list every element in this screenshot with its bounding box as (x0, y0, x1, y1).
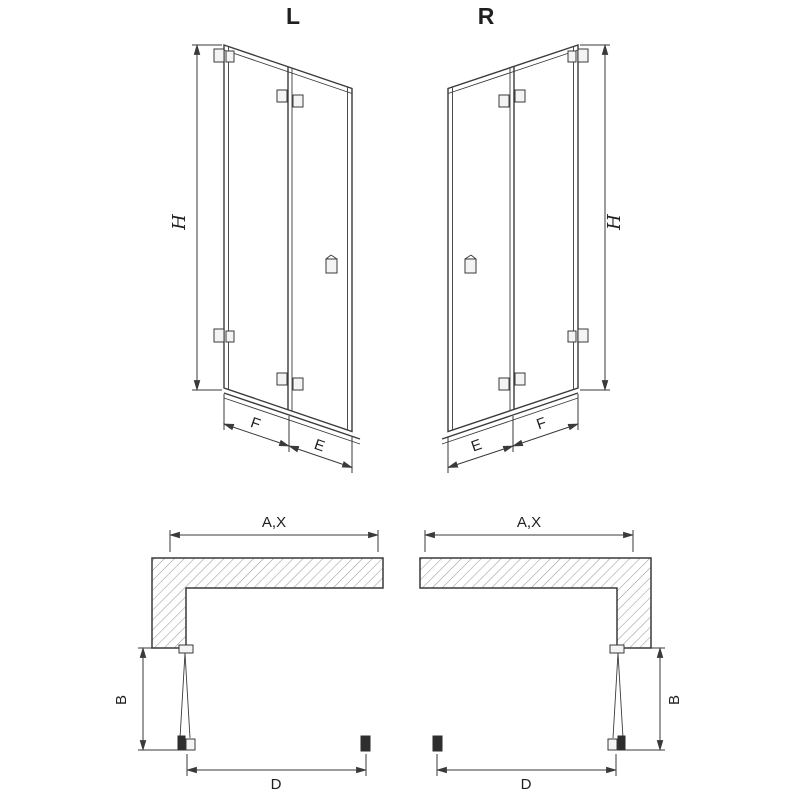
fold-hinge-bottom (498, 372, 526, 391)
plan-left-view: A,X B D (113, 514, 384, 793)
folded-panel-line (179, 652, 186, 739)
wall-hinge-top (567, 48, 589, 63)
dimension-panels-right: E F (446, 394, 580, 473)
opposite-wall-profile (432, 735, 443, 752)
tray-edge-line (441, 392, 579, 440)
door-right (441, 44, 589, 445)
handle-knob (464, 254, 477, 274)
elevation-left-view: L (169, 3, 361, 473)
top-profile-line (447, 49, 579, 94)
tray-edge-line-2 (223, 397, 361, 445)
glass-outline (223, 44, 353, 433)
dimension-line-F (511, 423, 580, 447)
leading-edge-profile (617, 735, 626, 751)
wall-hinge-bottom (213, 328, 235, 343)
entry-label-left: D (271, 776, 282, 793)
dimension-height-left: H (169, 43, 222, 392)
dimension-width-left: A,X (168, 514, 380, 552)
far-panel-label-left: E (312, 436, 327, 455)
dimension-width-right: A,X (423, 514, 635, 552)
dimension-entry-left: D (185, 754, 368, 793)
projection-label-right: B (666, 695, 683, 705)
edge-bracket (607, 738, 618, 751)
opposite-wall-profile (360, 735, 371, 752)
near-panel-label-right: F (534, 414, 548, 433)
dimension-height-right: H (580, 43, 625, 392)
edge-bracket (185, 738, 196, 751)
hatched-wall (419, 557, 652, 649)
height-label-left: H (169, 214, 190, 231)
wall-hinge-bottom (567, 328, 589, 343)
hatched-wall (151, 557, 384, 649)
variant-label-right: R (478, 3, 495, 29)
width-label-right: A,X (517, 514, 541, 531)
pivot-bracket (609, 644, 625, 654)
leading-edge-profile (177, 735, 186, 751)
dimension-line-E (287, 445, 354, 468)
elevation-right-view: R (441, 3, 625, 473)
projection-label-left: B (113, 695, 130, 705)
door-left (213, 44, 361, 445)
near-panel-label-left: F (248, 414, 262, 433)
pivot-bracket (178, 644, 194, 654)
tray-edge-line (223, 392, 361, 440)
fold-hinge-bottom (276, 372, 304, 391)
folded-panel-line (612, 652, 619, 739)
fold-hinge-top (498, 89, 526, 108)
fold-hinge-top (276, 89, 304, 108)
folded-panel-line (184, 652, 191, 739)
folded-door-plan (607, 644, 626, 751)
variant-label-left: L (286, 3, 300, 29)
dimension-panels-left: F E (222, 394, 354, 473)
dimension-entry-right: D (435, 754, 618, 793)
dimension-line-E (446, 445, 515, 468)
dimension-projection-right: B (625, 646, 683, 752)
glass-outline (447, 44, 579, 433)
folded-panel-line (617, 652, 624, 739)
handle-knob (325, 254, 338, 274)
dimension-projection-left: B (113, 646, 178, 752)
wall-hinge-top (213, 48, 235, 63)
dimension-line-F (222, 423, 291, 447)
folded-door-plan (177, 644, 196, 751)
plan-right-view: A,X B D (419, 514, 683, 793)
width-label-left: A,X (262, 514, 286, 531)
entry-label-right: D (521, 776, 532, 793)
tray-edge-line-2 (441, 397, 579, 445)
far-panel-label-right: E (469, 436, 484, 455)
height-label-right: H (604, 214, 625, 231)
